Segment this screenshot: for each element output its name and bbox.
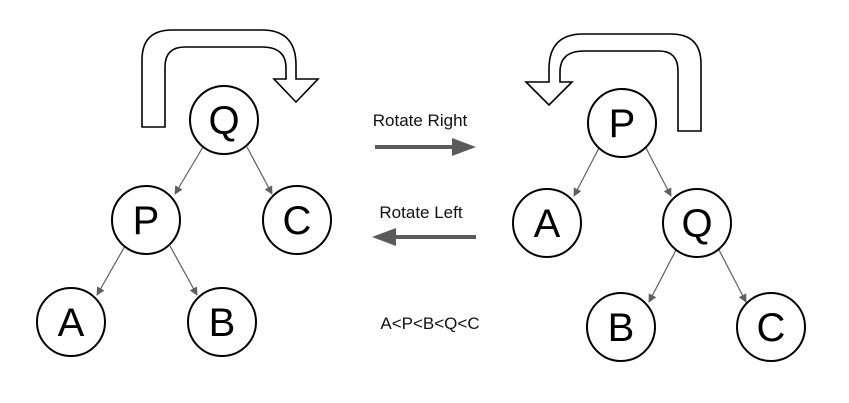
node-label: C: [283, 199, 312, 243]
left-tree: Q P C A B: [36, 29, 332, 357]
edge-p-a: [96, 245, 126, 296]
node-q: Q: [662, 188, 732, 258]
node-label: B: [209, 301, 236, 345]
node-c: C: [262, 185, 332, 255]
node-c: C: [736, 292, 806, 362]
edge-q-p: [174, 146, 204, 195]
node-a: A: [36, 287, 106, 357]
node-p: P: [111, 185, 181, 255]
edge-p-a-right: [573, 147, 600, 197]
right-arrow-icon: [375, 138, 476, 156]
edge-q-c-right: [718, 249, 747, 303]
node-b: B: [586, 292, 656, 362]
node-a: A: [512, 188, 582, 258]
node-label: A: [58, 301, 85, 345]
edge-p-q-right: [645, 147, 672, 197]
rotate-left-label: Rotate Left: [379, 203, 462, 222]
node-q-root: Q: [189, 85, 259, 155]
node-p-root: P: [587, 88, 657, 158]
edge-q-c: [246, 146, 273, 195]
rotation-legend: Rotate Right Rotate Left A<P<B<Q<C: [372, 111, 480, 333]
node-label: B: [608, 306, 635, 350]
node-b: B: [187, 287, 257, 357]
rotate-right-label: Rotate Right: [373, 111, 468, 130]
left-arrow-icon: [372, 228, 476, 246]
ordering-label: A<P<B<Q<C: [380, 314, 479, 333]
clockwise-rotation-arrow-icon: [141, 29, 320, 128]
counterclockwise-rotation-arrow-icon: [524, 33, 702, 132]
node-label: Q: [208, 99, 239, 143]
node-label: A: [534, 202, 561, 246]
edge-p-b: [169, 245, 198, 296]
node-label: P: [133, 199, 160, 243]
node-label: P: [609, 102, 636, 146]
edge-q-b-right: [648, 249, 677, 303]
right-tree: P A Q B C: [512, 33, 806, 362]
node-label: Q: [681, 202, 712, 246]
node-label: C: [757, 306, 786, 350]
